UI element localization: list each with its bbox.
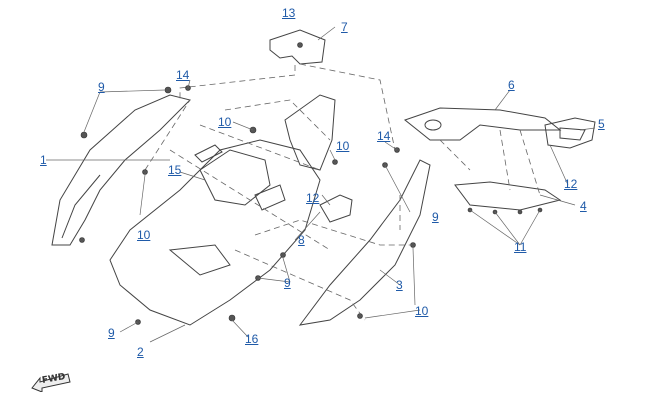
- part-3-right-cover: [298, 159, 431, 326]
- arrow-icon: [31, 373, 71, 393]
- part-2-rear-tray: [109, 139, 321, 326]
- part-4-plate: [454, 181, 562, 211]
- callout-part-9-top-left[interactable]: 9: [98, 80, 105, 94]
- callout-part-13[interactable]: 13: [282, 6, 296, 20]
- part-5-lamp: [544, 117, 596, 149]
- callout-part-4[interactable]: 4: [580, 199, 587, 213]
- callout-part-15[interactable]: 15: [168, 163, 182, 177]
- forward-direction-arrow: FWD: [30, 370, 72, 393]
- callout-part-14-right[interactable]: 14: [377, 129, 391, 143]
- callout-part-10-middle[interactable]: 10: [336, 139, 350, 153]
- callout-part-11[interactable]: 11: [514, 240, 527, 254]
- callout-part-6[interactable]: 6: [508, 78, 515, 92]
- callout-part-7[interactable]: 7: [341, 20, 348, 34]
- callout-part-10-left[interactable]: 10: [137, 228, 151, 242]
- callout-part-8[interactable]: 8: [298, 233, 305, 247]
- part-6-rear-bracket: [403, 107, 562, 141]
- callout-part-2[interactable]: 2: [137, 345, 144, 359]
- callout-part-1[interactable]: 1: [40, 153, 47, 167]
- callout-part-14-left[interactable]: 14: [176, 68, 190, 82]
- part-7-bracket: [269, 29, 326, 65]
- callout-part-5[interactable]: 5: [598, 117, 605, 131]
- callout-part-9-right[interactable]: 9: [432, 210, 439, 224]
- callout-part-12-right[interactable]: 12: [564, 177, 578, 191]
- part-1-left-cover: [51, 94, 191, 246]
- callout-part-10-right[interactable]: 10: [415, 304, 429, 318]
- callout-part-10-top[interactable]: 10: [218, 115, 232, 129]
- callout-part-16[interactable]: 16: [245, 332, 259, 346]
- callout-part-3[interactable]: 3: [396, 278, 403, 292]
- callout-part-12-center[interactable]: 12: [306, 191, 320, 205]
- callout-part-9-center[interactable]: 9: [284, 276, 291, 290]
- callout-part-9-bottom[interactable]: 9: [108, 326, 115, 340]
